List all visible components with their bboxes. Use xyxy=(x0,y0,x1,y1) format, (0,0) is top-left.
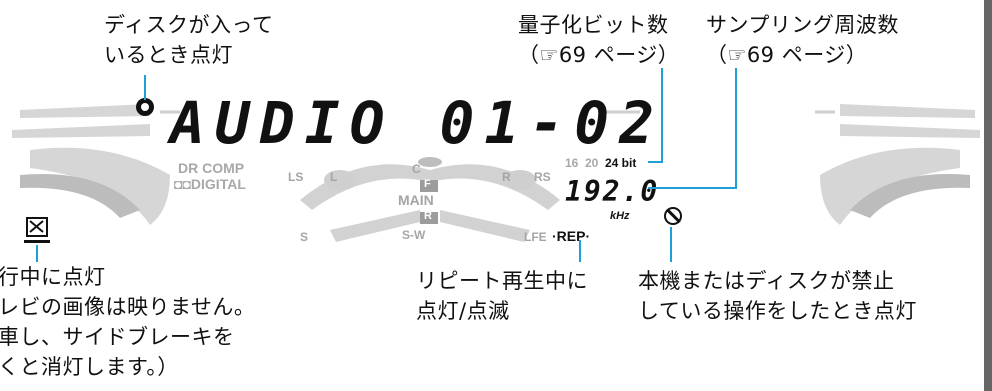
main-readout: AUDIO 01-02 xyxy=(170,89,665,157)
channel-rear: R xyxy=(424,210,432,222)
prohibit-callout: 本機またはディスクが禁止 している操作をしたとき点灯 xyxy=(638,269,917,323)
digital-mark-icon: ◘◘ xyxy=(174,176,191,192)
channel-sw: S-W xyxy=(402,228,426,242)
channel-c: C xyxy=(412,162,421,176)
bit-depth-callout: 量子化ビット数 （☞69 ページ） xyxy=(518,13,680,67)
bit-16-label: 16 xyxy=(565,156,579,170)
channel-rs: RS xyxy=(534,170,551,184)
bit-24-label: 24 bit xyxy=(605,156,637,170)
channel-s: S xyxy=(300,230,309,244)
drive-lock-underline xyxy=(24,240,50,243)
repeat-callout: リピート再生中に 点灯/点滅 xyxy=(416,269,588,323)
dr-comp-label: DR COMP xyxy=(178,160,245,176)
channel-main: MAIN xyxy=(398,192,434,208)
right-decoration xyxy=(820,104,980,225)
drive-lock-icon xyxy=(26,217,48,237)
channel-fan xyxy=(300,157,560,242)
frequency-unit: kHz xyxy=(610,210,630,222)
prohibit-icon xyxy=(664,207,682,225)
digital-indicator: ◘◘DIGITAL xyxy=(174,176,246,192)
sampling-callout: サンプリング周波数 （☞69 ページ） xyxy=(706,13,899,67)
channel-ls: LS xyxy=(288,170,304,184)
channel-f: F xyxy=(424,178,431,190)
disc-indicator-callout: ディスクが入って いるとき点灯 xyxy=(104,13,274,67)
digital-label: DIGITAL xyxy=(190,176,246,192)
channel-lfe: LFE xyxy=(524,230,547,244)
disc-indicator-icon xyxy=(136,98,154,116)
page-edge-rule xyxy=(984,0,992,391)
channel-l: L xyxy=(330,170,338,184)
sampling-frequency: 192.0 xyxy=(565,175,660,208)
left-decoration xyxy=(12,104,170,225)
bit-20-label: 20 xyxy=(585,156,599,170)
drive-lock-callout: 行中に点灯 レビの画像は映りません。 車し、サイドブレーキを くと消灯します。） xyxy=(0,265,256,379)
channel-r: R xyxy=(502,170,511,184)
